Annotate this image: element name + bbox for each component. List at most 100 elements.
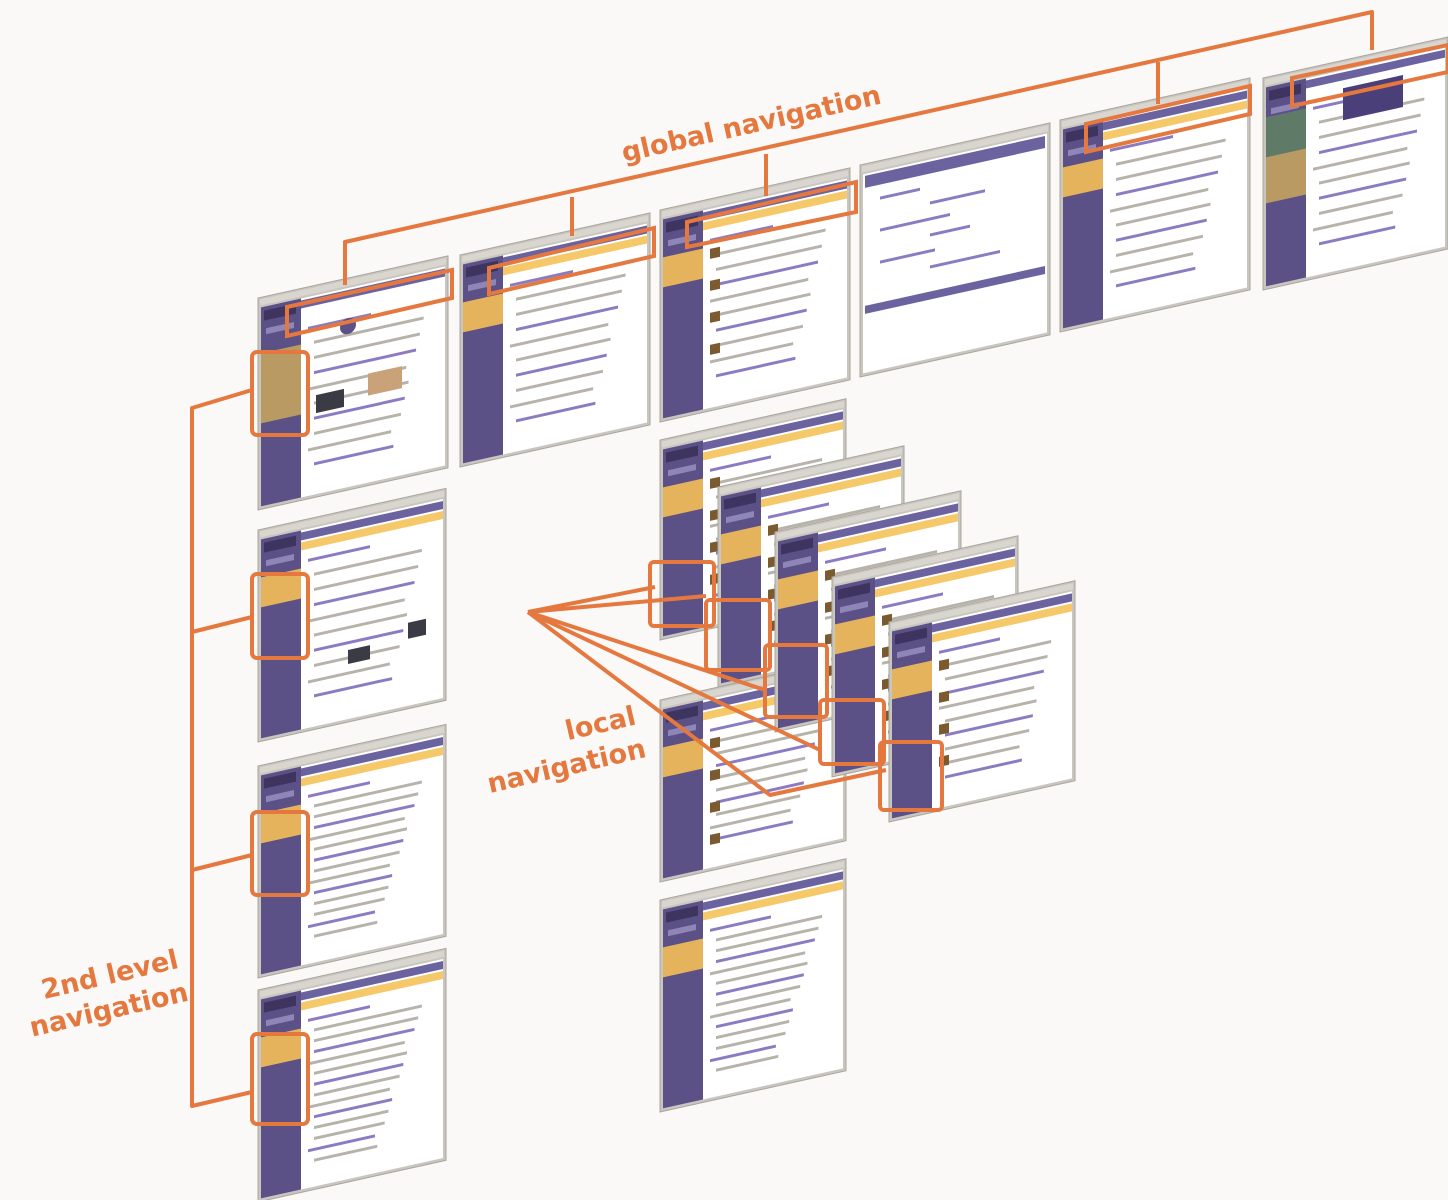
page-canvas xyxy=(663,869,843,1109)
page-canvas xyxy=(863,133,1047,374)
text-line xyxy=(308,430,392,452)
page-global-nav xyxy=(301,736,443,777)
sub-product-image xyxy=(348,645,370,665)
text-line xyxy=(314,1109,389,1130)
text-line xyxy=(939,637,1000,654)
second-level-tick-2 xyxy=(191,853,253,872)
text-line xyxy=(1319,129,1418,155)
text-line xyxy=(516,337,611,362)
page-global-nav xyxy=(761,458,901,498)
window-titlebar xyxy=(834,538,1016,585)
sub-product-image xyxy=(408,618,426,639)
product-thumbnail xyxy=(710,246,720,259)
page-logo xyxy=(781,537,813,555)
page-title-bar xyxy=(703,421,843,461)
page-logo-text xyxy=(726,511,754,524)
page-canvas xyxy=(463,223,647,464)
screenshot-sub-page-2 xyxy=(257,723,447,979)
text-line xyxy=(314,1062,404,1086)
text-line xyxy=(314,897,385,917)
text-line xyxy=(710,277,809,303)
page-logo xyxy=(895,627,927,645)
text-line xyxy=(1313,146,1408,171)
text-line xyxy=(774,505,881,532)
text-line xyxy=(939,745,1020,766)
text-line xyxy=(314,548,422,576)
text-line xyxy=(945,728,1030,751)
text-line xyxy=(1116,154,1222,181)
second-level-box-2 xyxy=(250,572,310,660)
global-nav-box-2 xyxy=(487,225,656,297)
page-logo-text xyxy=(840,601,868,614)
text-line xyxy=(1116,202,1211,227)
text-line xyxy=(314,564,419,591)
page-canvas xyxy=(261,734,443,975)
text-line xyxy=(930,249,1000,269)
text-line xyxy=(710,997,791,1019)
global-nav-box-3 xyxy=(685,179,858,250)
sidebar-photo xyxy=(1266,108,1306,158)
second-level-box-4 xyxy=(250,1032,310,1126)
window-titlebar xyxy=(862,125,1048,173)
text-line xyxy=(945,699,1037,723)
local-nav-box-1 xyxy=(648,560,716,628)
text-line xyxy=(314,396,405,420)
sidebar-section-highlight xyxy=(835,615,875,655)
local-nav-line-2 xyxy=(527,594,707,614)
page-logo xyxy=(264,771,296,789)
second-level-box-1 xyxy=(250,350,310,437)
page-global-nav xyxy=(875,548,1015,588)
page-global-nav xyxy=(703,871,843,911)
page-title-bar xyxy=(703,190,847,231)
screenshot-section-6 xyxy=(1262,36,1448,291)
page-title-bar xyxy=(703,881,843,921)
page-global-nav xyxy=(703,411,843,451)
text-line xyxy=(510,322,609,348)
text-line xyxy=(314,412,401,435)
sidebar-section-highlight xyxy=(463,293,503,333)
global-nav-bracket xyxy=(343,10,1374,285)
page-logo xyxy=(666,705,698,723)
text-line xyxy=(516,273,626,301)
page-title-bar xyxy=(1103,100,1247,141)
text-line xyxy=(825,547,886,564)
window-titlebar xyxy=(662,401,844,448)
text-line xyxy=(716,228,826,256)
second-level-tick-1 xyxy=(191,615,253,634)
screenshot-section-2 xyxy=(459,212,651,468)
text-line xyxy=(314,780,422,808)
window-titlebar xyxy=(1062,80,1248,128)
home-photo xyxy=(368,366,402,396)
text-line xyxy=(716,1054,779,1072)
text-line xyxy=(516,289,622,316)
global-nav-box-6 xyxy=(1290,42,1448,109)
text-line xyxy=(1313,210,1393,232)
screenshot-section-5 xyxy=(1059,77,1251,333)
text-line xyxy=(716,356,796,378)
text-line xyxy=(314,332,420,359)
product-thumbnail xyxy=(710,278,720,291)
page-logo-text xyxy=(266,554,294,567)
page-logo xyxy=(264,995,296,1013)
text-line xyxy=(314,838,404,862)
text-line xyxy=(716,260,819,287)
text-line xyxy=(716,973,804,996)
connector-lines xyxy=(190,10,1374,1108)
text-line xyxy=(314,1004,422,1032)
text-line xyxy=(314,677,393,698)
window-titlebar xyxy=(662,170,848,218)
text-line xyxy=(314,850,400,873)
local-nav-line-4 xyxy=(527,610,821,752)
text-line xyxy=(516,305,619,332)
screenshot-local-page-5 xyxy=(888,580,1076,823)
text-line xyxy=(516,401,596,423)
text-line xyxy=(1319,193,1403,215)
text-line xyxy=(716,961,808,985)
page-logo xyxy=(466,260,498,278)
text-line xyxy=(314,444,394,466)
text-line xyxy=(314,1144,378,1162)
page-screenshots xyxy=(257,36,1448,1200)
text-line xyxy=(716,820,793,841)
page-global-nav xyxy=(1103,90,1247,131)
window-titlebar xyxy=(260,950,444,998)
